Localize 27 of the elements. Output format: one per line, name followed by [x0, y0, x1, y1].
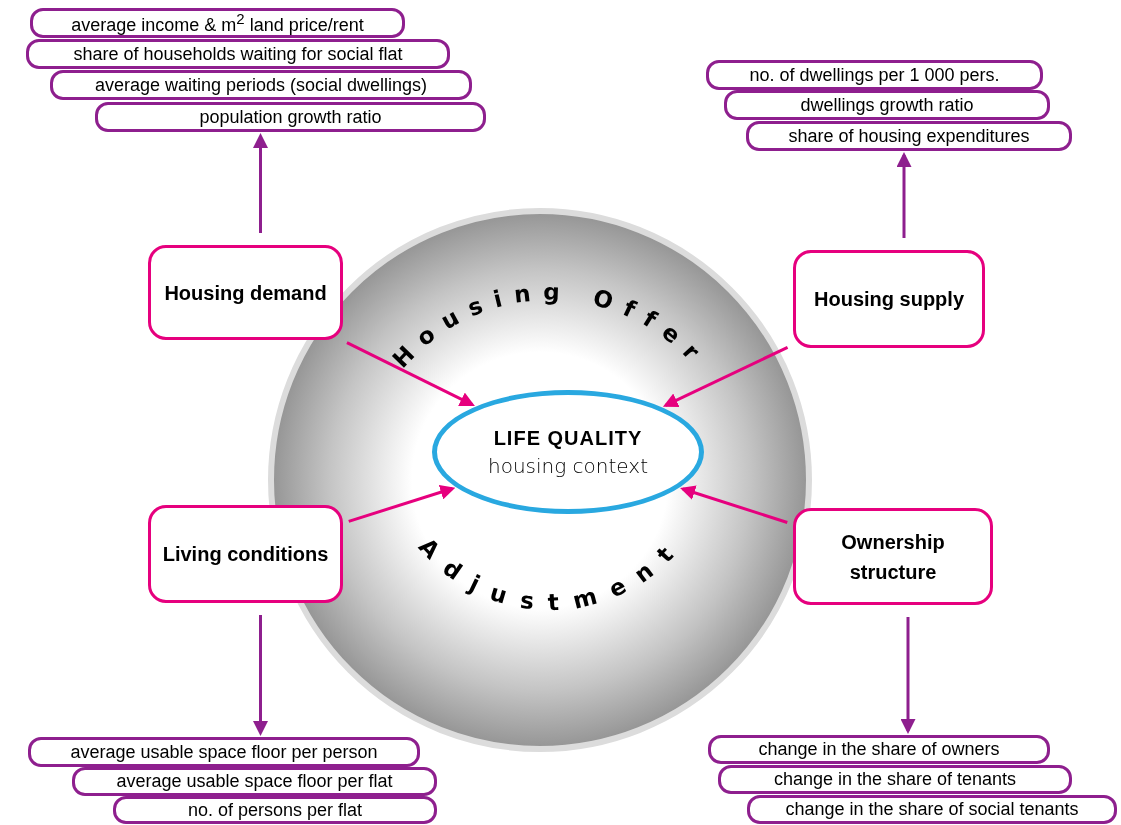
arrow	[662, 346, 789, 408]
arrow	[253, 615, 268, 736]
arrow	[346, 341, 475, 407]
indicator-pill: population growth ratio	[95, 102, 486, 132]
node-title: LIFE QUALITY	[493, 426, 643, 450]
indicator-pill: average waiting periods (social dwellings)	[50, 70, 472, 100]
arrow	[896, 152, 912, 238]
arrow	[680, 485, 788, 524]
arrow	[253, 133, 268, 233]
category-box: Housing supply	[793, 250, 985, 348]
indicator-pill: no. of persons per flat	[113, 796, 437, 824]
indicator-pill: change in the share of owners	[708, 735, 1050, 764]
indicator-pill: dwellings growth ratio	[724, 90, 1050, 120]
arrow	[900, 617, 916, 734]
category-box: Housing demand	[148, 245, 343, 340]
indicator-pill: share of housing expenditures	[746, 121, 1072, 151]
indicator-pill: change in the share of social tenants	[747, 795, 1117, 824]
indicator-pill: no. of dwellings per 1 000 pers.	[706, 60, 1043, 90]
arrow	[348, 485, 456, 523]
category-box: Ownership structure	[793, 508, 993, 605]
node-subtitle: housing context	[488, 453, 648, 478]
category-box: Living conditions	[148, 505, 343, 603]
indicator-pill: change in the share of tenants	[718, 765, 1072, 794]
indicator-pill: average income & m$^{2}$ land price/rent	[30, 8, 405, 38]
indicator-pill: average usable space floor per flat	[72, 767, 437, 796]
indicator-pill: average usable space floor per person	[28, 737, 420, 767]
indicator-pill: share of households waiting for social flat	[26, 39, 450, 69]
